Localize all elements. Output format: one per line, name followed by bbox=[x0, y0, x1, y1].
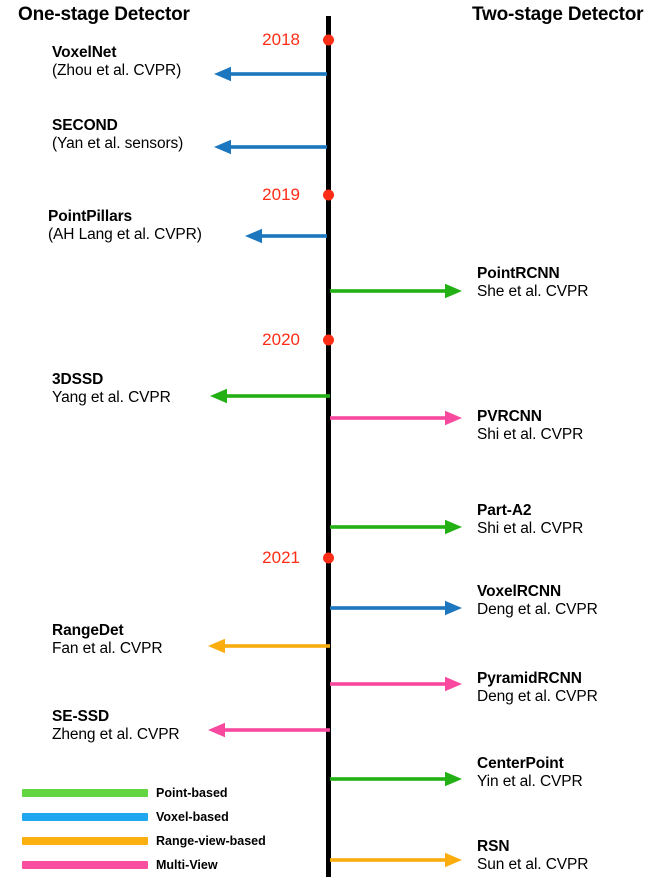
entry-venue: (AH Lang et al. CVPR) bbox=[48, 226, 202, 244]
legend-item-voxel-based: Voxel-based bbox=[22, 806, 272, 830]
column-header-one-stage: One-stage Detector bbox=[18, 4, 190, 25]
arrow-3dssd bbox=[210, 387, 330, 405]
arrow-se-ssd bbox=[208, 721, 330, 739]
year-label-2021: 2021 bbox=[262, 548, 300, 567]
entry-title: PointRCNN bbox=[477, 265, 560, 282]
legend-item-range-view-based: Range-view-based bbox=[22, 830, 272, 854]
year-label-2019: 2019 bbox=[262, 185, 300, 204]
entry-title: PointPillars bbox=[48, 208, 133, 225]
legend-label: Point-based bbox=[156, 786, 228, 800]
arrow-rangedet bbox=[208, 637, 330, 655]
timeline-axis bbox=[326, 16, 331, 877]
entry-venue: Sun et al. CVPR bbox=[477, 856, 589, 874]
entry-venue: Deng et al. CVPR bbox=[477, 688, 598, 706]
entry-venue: Deng et al. CVPR bbox=[477, 601, 598, 619]
legend-label: Multi-View bbox=[156, 858, 218, 872]
legend-item-multi-view: Multi-View bbox=[22, 854, 272, 877]
entry-title: VoxelRCNN bbox=[477, 583, 562, 600]
entry-venue: She et al. CVPR bbox=[477, 283, 589, 301]
arrow-pyramidrcnn bbox=[330, 675, 462, 693]
entry-venue: Shi et al. CVPR bbox=[477, 426, 584, 444]
entry-title: PVRCNN bbox=[477, 408, 542, 425]
arrow-voxelnet bbox=[214, 65, 327, 83]
entry-title: PyramidRCNN bbox=[477, 670, 582, 687]
entry-title: SE-SSD bbox=[52, 708, 110, 725]
entry-title: RSN bbox=[477, 838, 510, 855]
arrow-rsn bbox=[330, 851, 462, 869]
entry-venue: (Yan et al. sensors) bbox=[52, 135, 184, 153]
legend-label: Voxel-based bbox=[156, 810, 229, 824]
entry-venue: Fan et al. CVPR bbox=[52, 640, 163, 658]
year-dot-2018 bbox=[323, 34, 334, 46]
arrow-pvrcnn bbox=[330, 409, 462, 427]
legend-swatch bbox=[22, 789, 148, 797]
arrow-centerpoint bbox=[330, 770, 462, 788]
entry-pointpillars: PointPillars(AH Lang et al. CVPR) bbox=[48, 208, 202, 245]
entry-voxelnet: VoxelNet(Zhou et al. CVPR) bbox=[52, 44, 181, 81]
entry-title: VoxelNet bbox=[52, 44, 117, 61]
arrow-second bbox=[214, 138, 327, 156]
column-header-two-stage: Two-stage Detector bbox=[472, 4, 644, 25]
arrow-voxelrcnn bbox=[330, 599, 462, 617]
entry-title: CenterPoint bbox=[477, 755, 564, 772]
year-label-2018: 2018 bbox=[262, 30, 300, 49]
entry-title: 3DSSD bbox=[52, 371, 104, 388]
entry-title: RangeDet bbox=[52, 622, 124, 639]
entry-venue: Yang et al. CVPR bbox=[52, 389, 171, 407]
year-label-2020: 2020 bbox=[262, 330, 300, 349]
arrow-pointpillars bbox=[245, 227, 327, 245]
arrow-pointrcnn bbox=[330, 282, 462, 300]
legend-label: Range-view-based bbox=[156, 834, 266, 848]
entry-venue: Zheng et al. CVPR bbox=[52, 726, 180, 744]
year-dot-2020 bbox=[323, 334, 334, 346]
year-dot-2021 bbox=[323, 552, 334, 564]
entry-venue: Shi et al. CVPR bbox=[477, 520, 584, 538]
legend-item-point-based: Point-based bbox=[22, 782, 272, 806]
entry-title: SECOND bbox=[52, 117, 118, 134]
arrow-part-a2 bbox=[330, 518, 462, 536]
year-dot-2019 bbox=[323, 189, 334, 201]
legend-swatch bbox=[22, 837, 148, 845]
entry-venue: Yin et al. CVPR bbox=[477, 773, 583, 791]
entry-title: Part-A2 bbox=[477, 502, 532, 519]
legend-swatch bbox=[22, 813, 148, 821]
entry-second: SECOND(Yan et al. sensors) bbox=[52, 117, 183, 154]
legend-swatch bbox=[22, 861, 148, 869]
entry-venue: (Zhou et al. CVPR) bbox=[52, 62, 182, 80]
